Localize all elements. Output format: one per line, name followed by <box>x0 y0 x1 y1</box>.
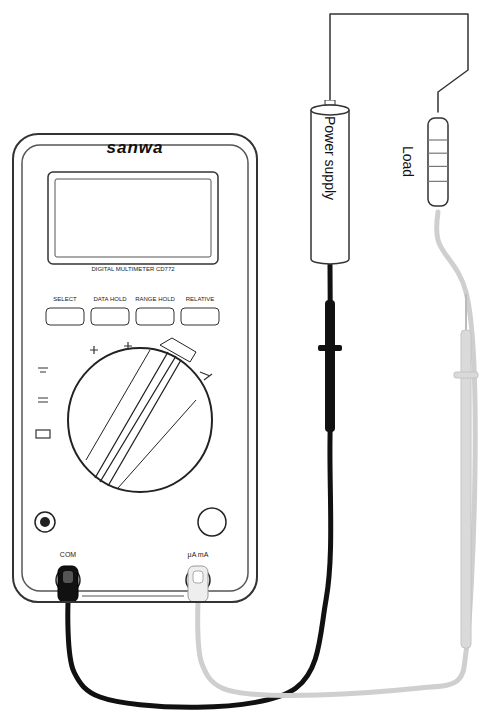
meter-label: DIGITAL MULTIMETER CD772 <box>48 266 218 272</box>
meter-label: RANGE HOLD <box>132 296 178 302</box>
resistor-band <box>428 139 448 140</box>
meter-label: μA mA <box>176 551 220 558</box>
meter-label: DATA HOLD <box>87 296 133 302</box>
jack <box>198 508 226 536</box>
dial-symbol <box>200 372 212 380</box>
button <box>46 308 84 325</box>
component-label: Load <box>400 146 416 177</box>
dial-index <box>160 338 196 362</box>
button <box>91 308 129 325</box>
button <box>181 308 219 325</box>
dial-symbol <box>124 342 132 350</box>
grey-plug-grip <box>193 571 203 583</box>
probe-tip <box>465 294 467 332</box>
multimeter-body: sanwa <box>12 133 258 603</box>
power-supply-cell: Power supply <box>310 100 350 265</box>
probe-guard <box>454 372 478 378</box>
display-screen <box>55 179 211 257</box>
dial-symbol <box>36 430 50 438</box>
black-plug <box>58 566 78 602</box>
meter-label: COM <box>48 551 88 558</box>
holster-line <box>22 145 248 591</box>
dial-symbol <box>90 346 98 354</box>
cell-top <box>311 105 349 115</box>
dial-symbols <box>36 342 212 438</box>
component-label: Power supply <box>322 116 338 200</box>
jack-hole <box>40 517 50 527</box>
dial-pointer <box>86 350 196 488</box>
button <box>136 308 174 325</box>
test-lead <box>198 212 476 695</box>
dial-symbol <box>38 368 48 372</box>
meter-label: RELATIVE <box>177 296 223 302</box>
resistor-band <box>428 181 448 182</box>
rotary-dial <box>68 348 212 492</box>
meter-label: SELECT <box>42 296 88 302</box>
jack <box>35 512 55 532</box>
wire <box>330 14 468 112</box>
black-probe <box>325 300 335 432</box>
resistor-body <box>428 118 448 206</box>
probe-guard <box>318 345 342 351</box>
dial-symbol <box>38 398 48 402</box>
grey-plug <box>188 566 208 602</box>
black-plug-grip <box>63 571 73 583</box>
brand-name: sanwa <box>107 138 164 158</box>
resistor-band <box>428 166 448 167</box>
display-frame <box>48 172 218 264</box>
cell-body <box>311 110 349 264</box>
resistor-band <box>428 153 448 154</box>
load-resistor: Load <box>396 112 452 212</box>
probe-tip <box>329 266 331 302</box>
panel-line <box>82 596 184 597</box>
